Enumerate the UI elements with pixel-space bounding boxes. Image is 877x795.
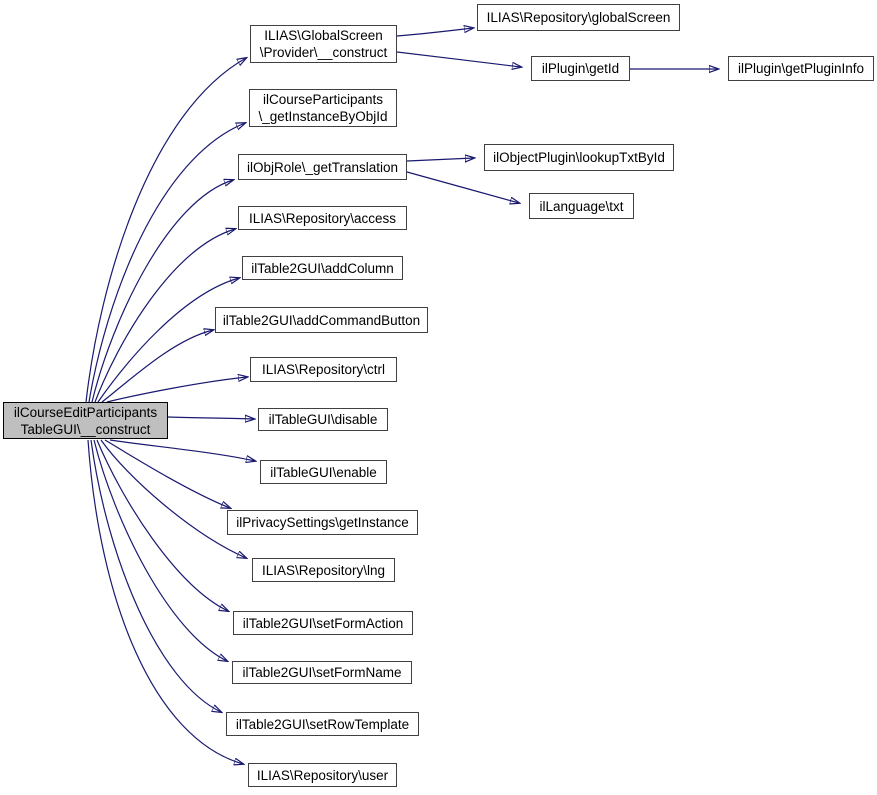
edge-main-to-set-form-action (96, 439, 228, 611)
node-iltable2gui-setformaction[interactable]: ilTable2GUI\setFormAction (233, 611, 413, 635)
node-illanguage-txt[interactable]: ilLanguage\txt (529, 193, 634, 219)
node-ilprivacysettings-getinstance[interactable]: ilPrivacySettings\getInstance (227, 510, 418, 535)
edge-provider-construct-to-get-id (396, 51, 521, 67)
node-iltable2gui-addcolumn[interactable]: ilTable2GUI\addColumn (242, 256, 403, 280)
edge-main-to-enable (109, 439, 255, 461)
edge-main-to-add-column (97, 278, 239, 403)
node-ilplugin-getid[interactable]: ilPlugin\getId (531, 56, 630, 81)
edge-main-to-get-translation (91, 180, 233, 403)
node-ilcourseeditparticipantstablegui-construct: ilCourseEditParticipants TableGUI\__cons… (3, 402, 168, 439)
node-iltable2gui-addcommandbutton[interactable]: ilTable2GUI\addCommandButton (215, 307, 428, 333)
node-ilias-repository-access[interactable]: ILIAS\Repository\access (238, 206, 407, 230)
node-ilobjrole-gettranslation[interactable]: ilObjRole\_getTranslation (238, 154, 407, 180)
edge-main-to-user (87, 439, 243, 764)
node-ilcourseparticipants-getinstancebyobjid[interactable]: ilCourseParticipants \_getInstanceByObjI… (249, 89, 397, 127)
node-iltable2gui-setrowtemplate[interactable]: ilTable2GUI\setRowTemplate (226, 712, 419, 736)
edge-get-translation-to-lookup-txt-by-id (406, 158, 474, 161)
edge-main-to-add-command-button (101, 330, 213, 403)
edge-main-to-ctrl (106, 377, 247, 403)
node-ilias-repository-ctrl[interactable]: ILIAS\Repository\ctrl (250, 357, 397, 382)
edge-main-to-get-instance-by-obj-id (88, 123, 245, 403)
node-iltablegui-disable[interactable]: ilTableGUI\disable (258, 408, 388, 431)
edge-main-to-set-form-name (93, 439, 227, 661)
node-ilias-repository-globalscreen[interactable]: ILIAS\Repository\globalScreen (477, 4, 680, 31)
node-ilias-globalscreen-provider-construct[interactable]: ILIAS\GlobalScreen \Provider\__construct (250, 25, 397, 63)
edge-get-translation-to-txt (406, 171, 519, 203)
edge-main-to-disable (167, 417, 254, 419)
edge-main-to-provider-construct (85, 58, 246, 403)
edge-main-to-privacy-get-instance (104, 439, 230, 508)
node-iltablegui-enable[interactable]: ilTableGUI\enable (260, 460, 387, 484)
edge-provider-construct-to-global-screen (396, 28, 473, 37)
node-ilias-repository-user[interactable]: ILIAS\Repository\user (248, 763, 397, 787)
node-ilias-repository-lng[interactable]: ILIAS\Repository\lng (252, 558, 395, 582)
edge-main-to-access (94, 229, 235, 403)
node-ilplugin-getplugininfo[interactable]: ilPlugin\getPluginInfo (728, 56, 874, 81)
node-iltable2gui-setformname[interactable]: ilTable2GUI\setFormName (232, 661, 412, 684)
node-ilobjectplugin-lookuptxtbyid[interactable]: ilObjectPlugin\lookupTxtById (484, 144, 674, 171)
edge-main-to-lng (100, 439, 246, 558)
edge-main-to-set-row-template (90, 439, 221, 712)
